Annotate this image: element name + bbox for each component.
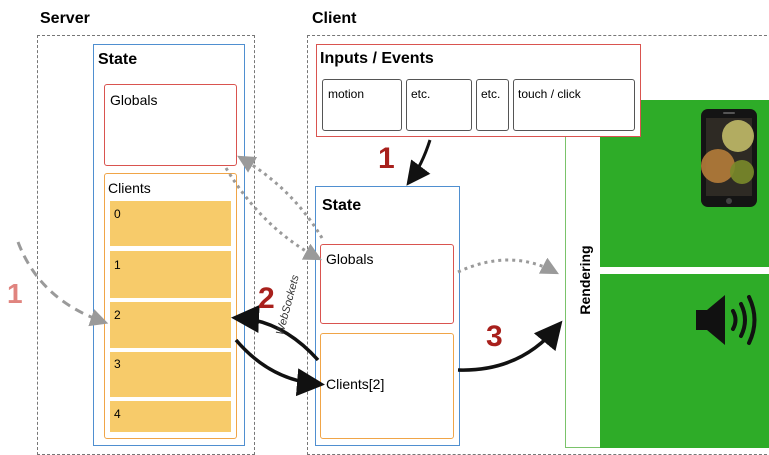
speaker-icon xyxy=(693,292,763,348)
input-event: motion xyxy=(322,79,402,131)
server-input-arrow xyxy=(16,241,109,327)
client-slot-index: 4 xyxy=(114,407,121,421)
server-title: Server xyxy=(40,10,90,27)
client-globals-label: Globals xyxy=(326,251,374,267)
client-slot: 4 xyxy=(110,401,231,432)
server-state-title: State xyxy=(98,51,138,68)
globals-render-arrow xyxy=(457,257,559,275)
client-slot: 0 xyxy=(110,201,231,246)
client-slot: 2 xyxy=(110,302,231,348)
client-clients-label: Clients[2] xyxy=(326,376,385,392)
client-clients-box xyxy=(320,333,454,439)
websocket-arrow xyxy=(234,338,325,397)
client-slot-index: 1 xyxy=(114,258,121,272)
client-slot-index: 0 xyxy=(114,207,121,221)
globals-sync-arrow xyxy=(237,155,324,239)
server-globals-box xyxy=(104,84,237,166)
step-1-client: 1 xyxy=(378,142,395,175)
input-event-label: etc. xyxy=(481,87,501,101)
websocket-arrow xyxy=(231,304,320,362)
input-event-label: touch / click xyxy=(518,87,581,101)
client-slot-index: 3 xyxy=(114,357,121,371)
client-slot: 1 xyxy=(110,251,231,298)
input-event-label: motion xyxy=(328,87,365,101)
client-title: Client xyxy=(312,10,357,27)
inputs-to-state-arrow xyxy=(406,139,432,186)
server-globals-label: Globals xyxy=(110,92,158,108)
step-1-server: 1 xyxy=(7,278,23,309)
globals-sync-arrow xyxy=(224,167,322,261)
input-event: touch / click xyxy=(513,79,635,131)
input-event-label: etc. xyxy=(411,87,431,101)
smartphone-icon xyxy=(700,108,758,208)
client-slot-index: 2 xyxy=(114,308,121,322)
inputs-events-title: Inputs / Events xyxy=(320,50,434,67)
input-event: etc. xyxy=(476,79,509,131)
server-clients-label: Clients xyxy=(108,180,151,196)
step-3-render: 3 xyxy=(486,320,503,353)
client-state-title: State xyxy=(322,197,362,214)
step-2-sync: 2 xyxy=(258,282,275,315)
client-slot: 3 xyxy=(110,352,231,397)
client-globals-box xyxy=(320,244,454,324)
input-event: etc. xyxy=(406,79,472,131)
state-to-render-arrow xyxy=(457,320,563,372)
